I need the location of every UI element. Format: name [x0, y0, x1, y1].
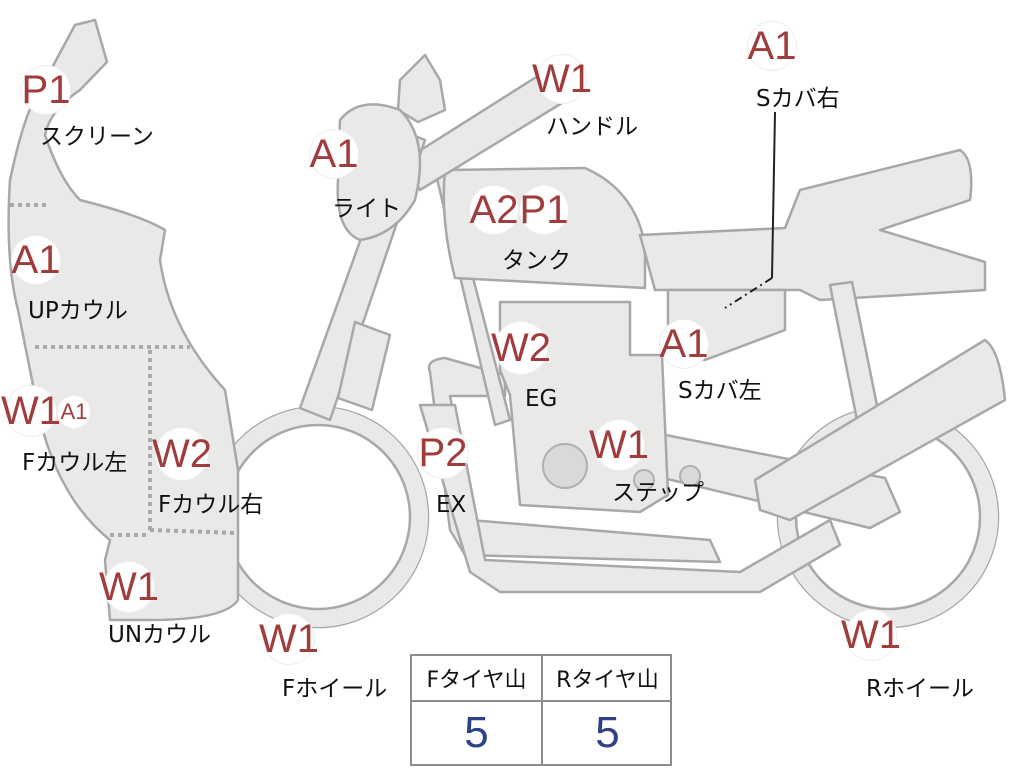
s-cover-right-label: Sカバ右	[756, 86, 840, 112]
exhaust-shape	[427, 356, 722, 564]
f-tire-header: Fタイヤ山	[412, 656, 541, 702]
f-cowl-right-code-w2: W2	[152, 428, 212, 480]
f-wheel-code-w1: W1	[259, 614, 319, 664]
f-cowl-left-code-w1: W1	[1, 386, 61, 436]
engine-code-w2: W2	[491, 322, 551, 374]
tank-label: タンク	[502, 248, 571, 274]
r-wheel-code-w1: W1	[841, 610, 901, 660]
rear-fender-shape	[753, 338, 1007, 522]
r-tire-header: Rタイヤ山	[543, 656, 672, 702]
engine-label: EG	[525, 386, 558, 412]
fork-lower-shape	[336, 320, 392, 412]
up-cowl-code-a1: A1	[11, 236, 61, 284]
f-cowl-left-label: Fカウル左	[22, 450, 128, 476]
screen-label: スクリーン	[40, 124, 154, 150]
step-code-w1: W1	[589, 420, 649, 470]
un-cowl-label: UNカウル	[108, 622, 212, 648]
mirror-shape	[396, 53, 447, 124]
exhaust-code-p2: P2	[418, 428, 468, 478]
light-code-a1: A1	[309, 130, 359, 178]
f-cowl-left-code-a1: A1	[58, 396, 90, 428]
tank-code-a2: A2	[469, 186, 519, 234]
r-wheel-label: Rホイール	[866, 676, 974, 702]
tank-code-p1: P1	[519, 186, 569, 234]
screen-code-p1: P1	[21, 66, 71, 114]
seat-shape	[638, 148, 987, 302]
s-cover-left-code-a1: A1	[659, 320, 709, 368]
un-cowl-code-w1: W1	[99, 562, 159, 612]
exhaust-label: EX	[436, 492, 467, 518]
tire-tread-table: Fタイヤ山 Rタイヤ山 5 5	[410, 654, 672, 766]
f-wheel-label: Fホイール	[282, 676, 388, 702]
s-cover-right-code-a1: A1	[747, 22, 797, 70]
rear-shock-shape	[828, 280, 882, 427]
step-label: ステップ	[612, 480, 704, 506]
table-divider	[541, 656, 543, 764]
handle-label: ハンドル	[546, 114, 638, 140]
f-tire-value: 5	[464, 708, 489, 757]
exhaust-lower-shape	[418, 403, 842, 594]
f-cowl-right-label: Fカウル右	[158, 492, 264, 518]
handle-code-w1: W1	[532, 55, 592, 103]
headlight-shape	[336, 103, 422, 242]
s-cover-left-label: Sカバ左	[678, 378, 762, 404]
up-cowl-label: UPカウル	[28, 298, 128, 324]
light-label: ライト	[332, 196, 401, 222]
r-tire-value: 5	[595, 708, 620, 757]
